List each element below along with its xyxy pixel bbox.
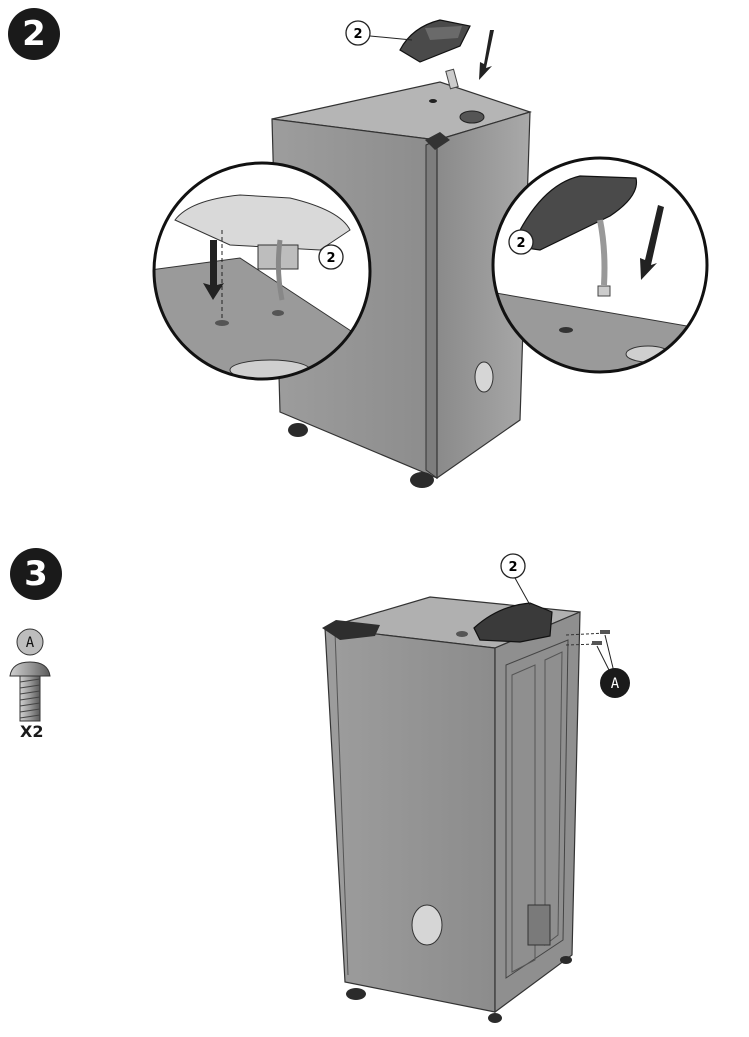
step-3-cabinet bbox=[322, 596, 581, 1023]
screw-a-legend: A bbox=[9, 628, 51, 722]
screw-icon bbox=[9, 661, 51, 677]
control-unit-part-2 bbox=[399, 19, 471, 90]
part-2-callout-top: 2 bbox=[345, 20, 413, 46]
screw-placement-lines bbox=[565, 630, 615, 673]
part-2-label-step3: 2 bbox=[508, 560, 517, 575]
down-arrow-icon bbox=[640, 205, 664, 280]
part-2-label-top: 2 bbox=[353, 27, 362, 42]
part-2-label-right: 2 bbox=[516, 236, 525, 251]
detail-circle-right: 2 bbox=[491, 156, 709, 374]
part-2-callout-step3: 2 bbox=[500, 553, 531, 606]
detail-circle-left: 2 bbox=[152, 161, 372, 381]
part-2-label-left: 2 bbox=[326, 251, 335, 266]
down-arrow-icon bbox=[479, 30, 494, 80]
step-3-badge: 3 bbox=[10, 548, 62, 600]
screw-quantity: X2 bbox=[20, 722, 44, 741]
screw-a-legend-letter: A bbox=[26, 635, 35, 651]
down-arrow-icon bbox=[203, 240, 224, 300]
control-unit-mounted bbox=[456, 602, 553, 643]
step-2-badge: 2 bbox=[8, 8, 60, 60]
fastener-a-callout-label: A bbox=[611, 676, 620, 692]
fastener-a-callout: A bbox=[600, 668, 630, 698]
